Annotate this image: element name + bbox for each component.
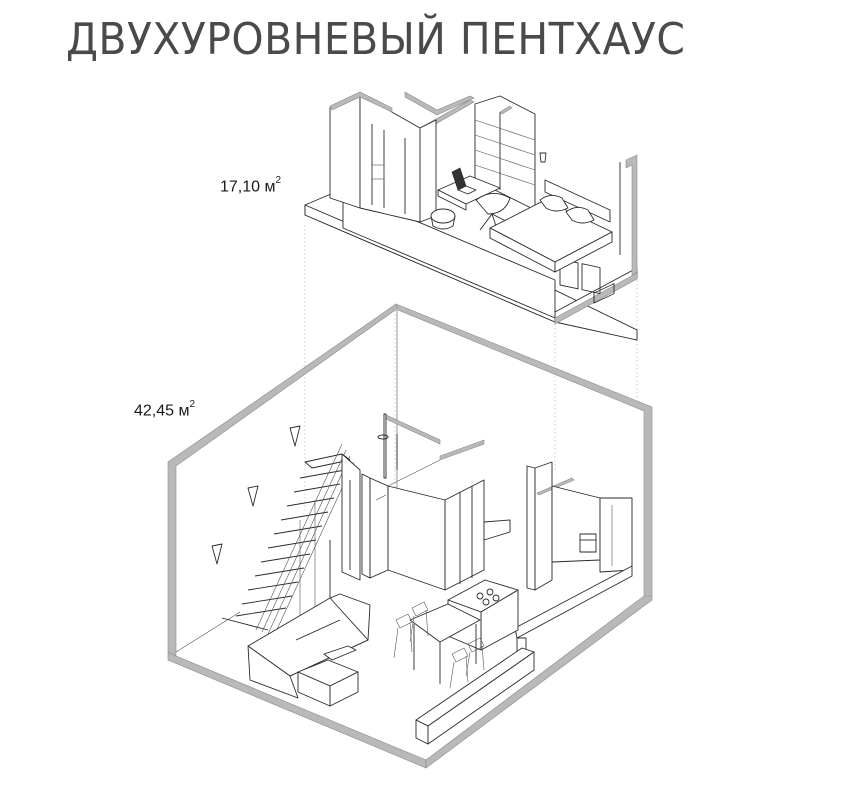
upper-desk	[437, 167, 501, 211]
wall-lamp-icon	[539, 152, 547, 163]
burner-icon	[486, 588, 494, 596]
dining-chairs	[393, 601, 485, 689]
upper-wardrobe	[329, 91, 475, 223]
page-title: ДВУХУРОВНЕВЫЙ ПЕНТХАУС	[66, 14, 686, 65]
burner-icon	[492, 594, 500, 602]
upper-level-area-exponent: 2	[275, 175, 282, 186]
lower-level-area-label: 42,45 м2	[134, 399, 196, 420]
stair-cabinet	[341, 453, 361, 581]
sofa	[247, 593, 371, 699]
bathroom-door	[361, 473, 389, 579]
burner-icon	[476, 592, 484, 600]
upper-level-plan	[304, 91, 638, 341]
bench	[415, 647, 535, 745]
pillow-right	[565, 207, 595, 224]
front-right-floor-edge	[425, 595, 653, 769]
wall-picture-2	[581, 263, 601, 294]
kitchen-tall-units	[526, 461, 633, 591]
shower-head-icon	[377, 434, 389, 440]
lower-level-area-value: 42,45 м	[134, 402, 190, 420]
bathroom-block	[377, 413, 485, 591]
wall-lamp-1-icon	[289, 425, 301, 447]
burner-icon	[482, 598, 490, 606]
pillow-left	[539, 195, 569, 212]
upper-level-area-label: 17,10 м2	[220, 175, 282, 196]
side-table	[323, 645, 357, 661]
upper-double-bed	[489, 179, 613, 273]
staircase	[221, 443, 355, 637]
wall-lamp-3-icon	[211, 543, 223, 565]
wall-lamp-2-icon	[247, 485, 259, 507]
lower-level-plan	[167, 283, 653, 769]
upper-level-area-value: 17,10 м	[220, 178, 276, 196]
sink-icon	[593, 283, 615, 304]
upper-bookshelves	[474, 95, 536, 211]
upper-pouf	[430, 208, 456, 230]
oven-icon	[579, 533, 597, 553]
lower-level-area-exponent: 2	[189, 399, 196, 410]
